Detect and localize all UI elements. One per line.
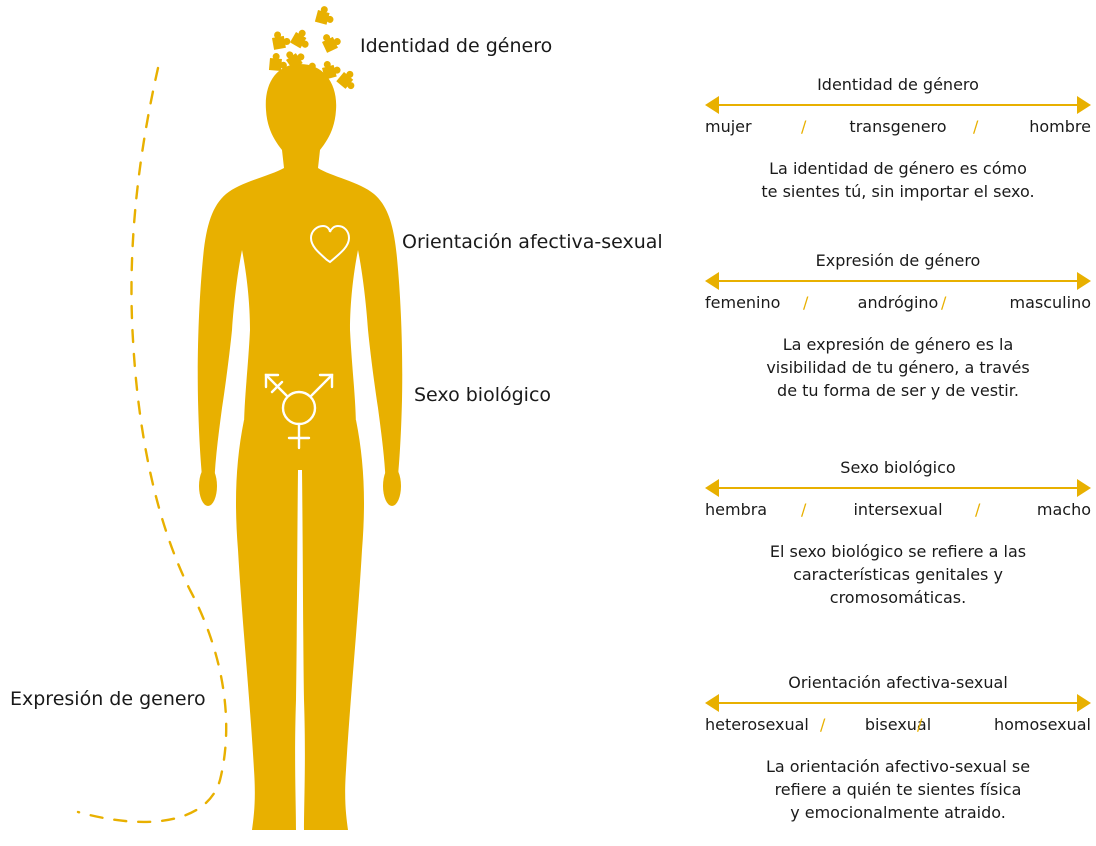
description-line: cromosomáticas. [705,586,1091,609]
panel-title: Expresión de género [705,253,1091,269]
spectrum-left: hembra [705,502,767,518]
spectrum-right: homosexual [994,717,1091,733]
spectrum-separator: / [941,295,946,311]
spectrum-right: masculino [1010,295,1091,311]
description-line: refiere a quién te sientes física [705,778,1091,801]
panel-title: Orientación afectiva-sexual [705,675,1091,691]
spectrum-separator: / [801,119,806,135]
spectrum-separator: / [801,502,806,518]
panel-title: Identidad de género [705,77,1091,93]
description-line: La identidad de género es cómo [705,157,1091,180]
label-identidad: Identidad de género [360,37,552,56]
description-line: El sexo biológico se refiere a las [705,540,1091,563]
spectrum-left: heterosexual [705,717,809,733]
double-arrow-icon [705,271,1091,291]
spectrum-scale: heterosexual/bisexual/homosexual [705,717,1091,737]
label-expresion: Expresión de genero [10,690,206,709]
description-line: de tu forma de ser y de vestir. [705,379,1091,402]
spectrum-right: hombre [1029,119,1091,135]
spectrum-scale: hembra / intersexual / macho [705,502,1091,522]
panel-title: Sexo biológico [705,460,1091,476]
double-arrow-icon [705,478,1091,498]
spectrum-separator: / [917,717,922,733]
spectrum-left: femenino [705,295,780,311]
spectrum-separator: / [820,717,825,733]
description-line: visibilidad de tu género, a través [705,356,1091,379]
label-orientacion: Orientación afectiva-sexual [402,233,663,252]
description-line: te sientes tú, sin importar el sexo. [705,180,1091,203]
description-line: y emocionalmente atraido. [705,801,1091,824]
spectrum-separator: / [973,119,978,135]
spectrum-middle: intersexual [853,502,942,518]
double-arrow-icon [705,693,1091,713]
spectrum-separator: / [803,295,808,311]
description-line: La expresión de género es la [705,333,1091,356]
spectrum-separator: / [975,502,980,518]
spectrum-middle: andrógino [858,295,939,311]
double-arrow-icon [705,95,1091,115]
label-sexo: Sexo biológico [414,386,551,405]
spectrum-middle: transgenero [849,119,946,135]
spectrum-left: mujer [705,119,752,135]
description-line: La orientación afectivo-sexual se [705,755,1091,778]
spectrum-scale: femenino/andrógino/masculino [705,295,1091,315]
spectrum-right: macho [1037,502,1091,518]
description-line: características genitales y [705,563,1091,586]
spectrum-scale: mujer / transgenero / hombre [705,119,1091,139]
